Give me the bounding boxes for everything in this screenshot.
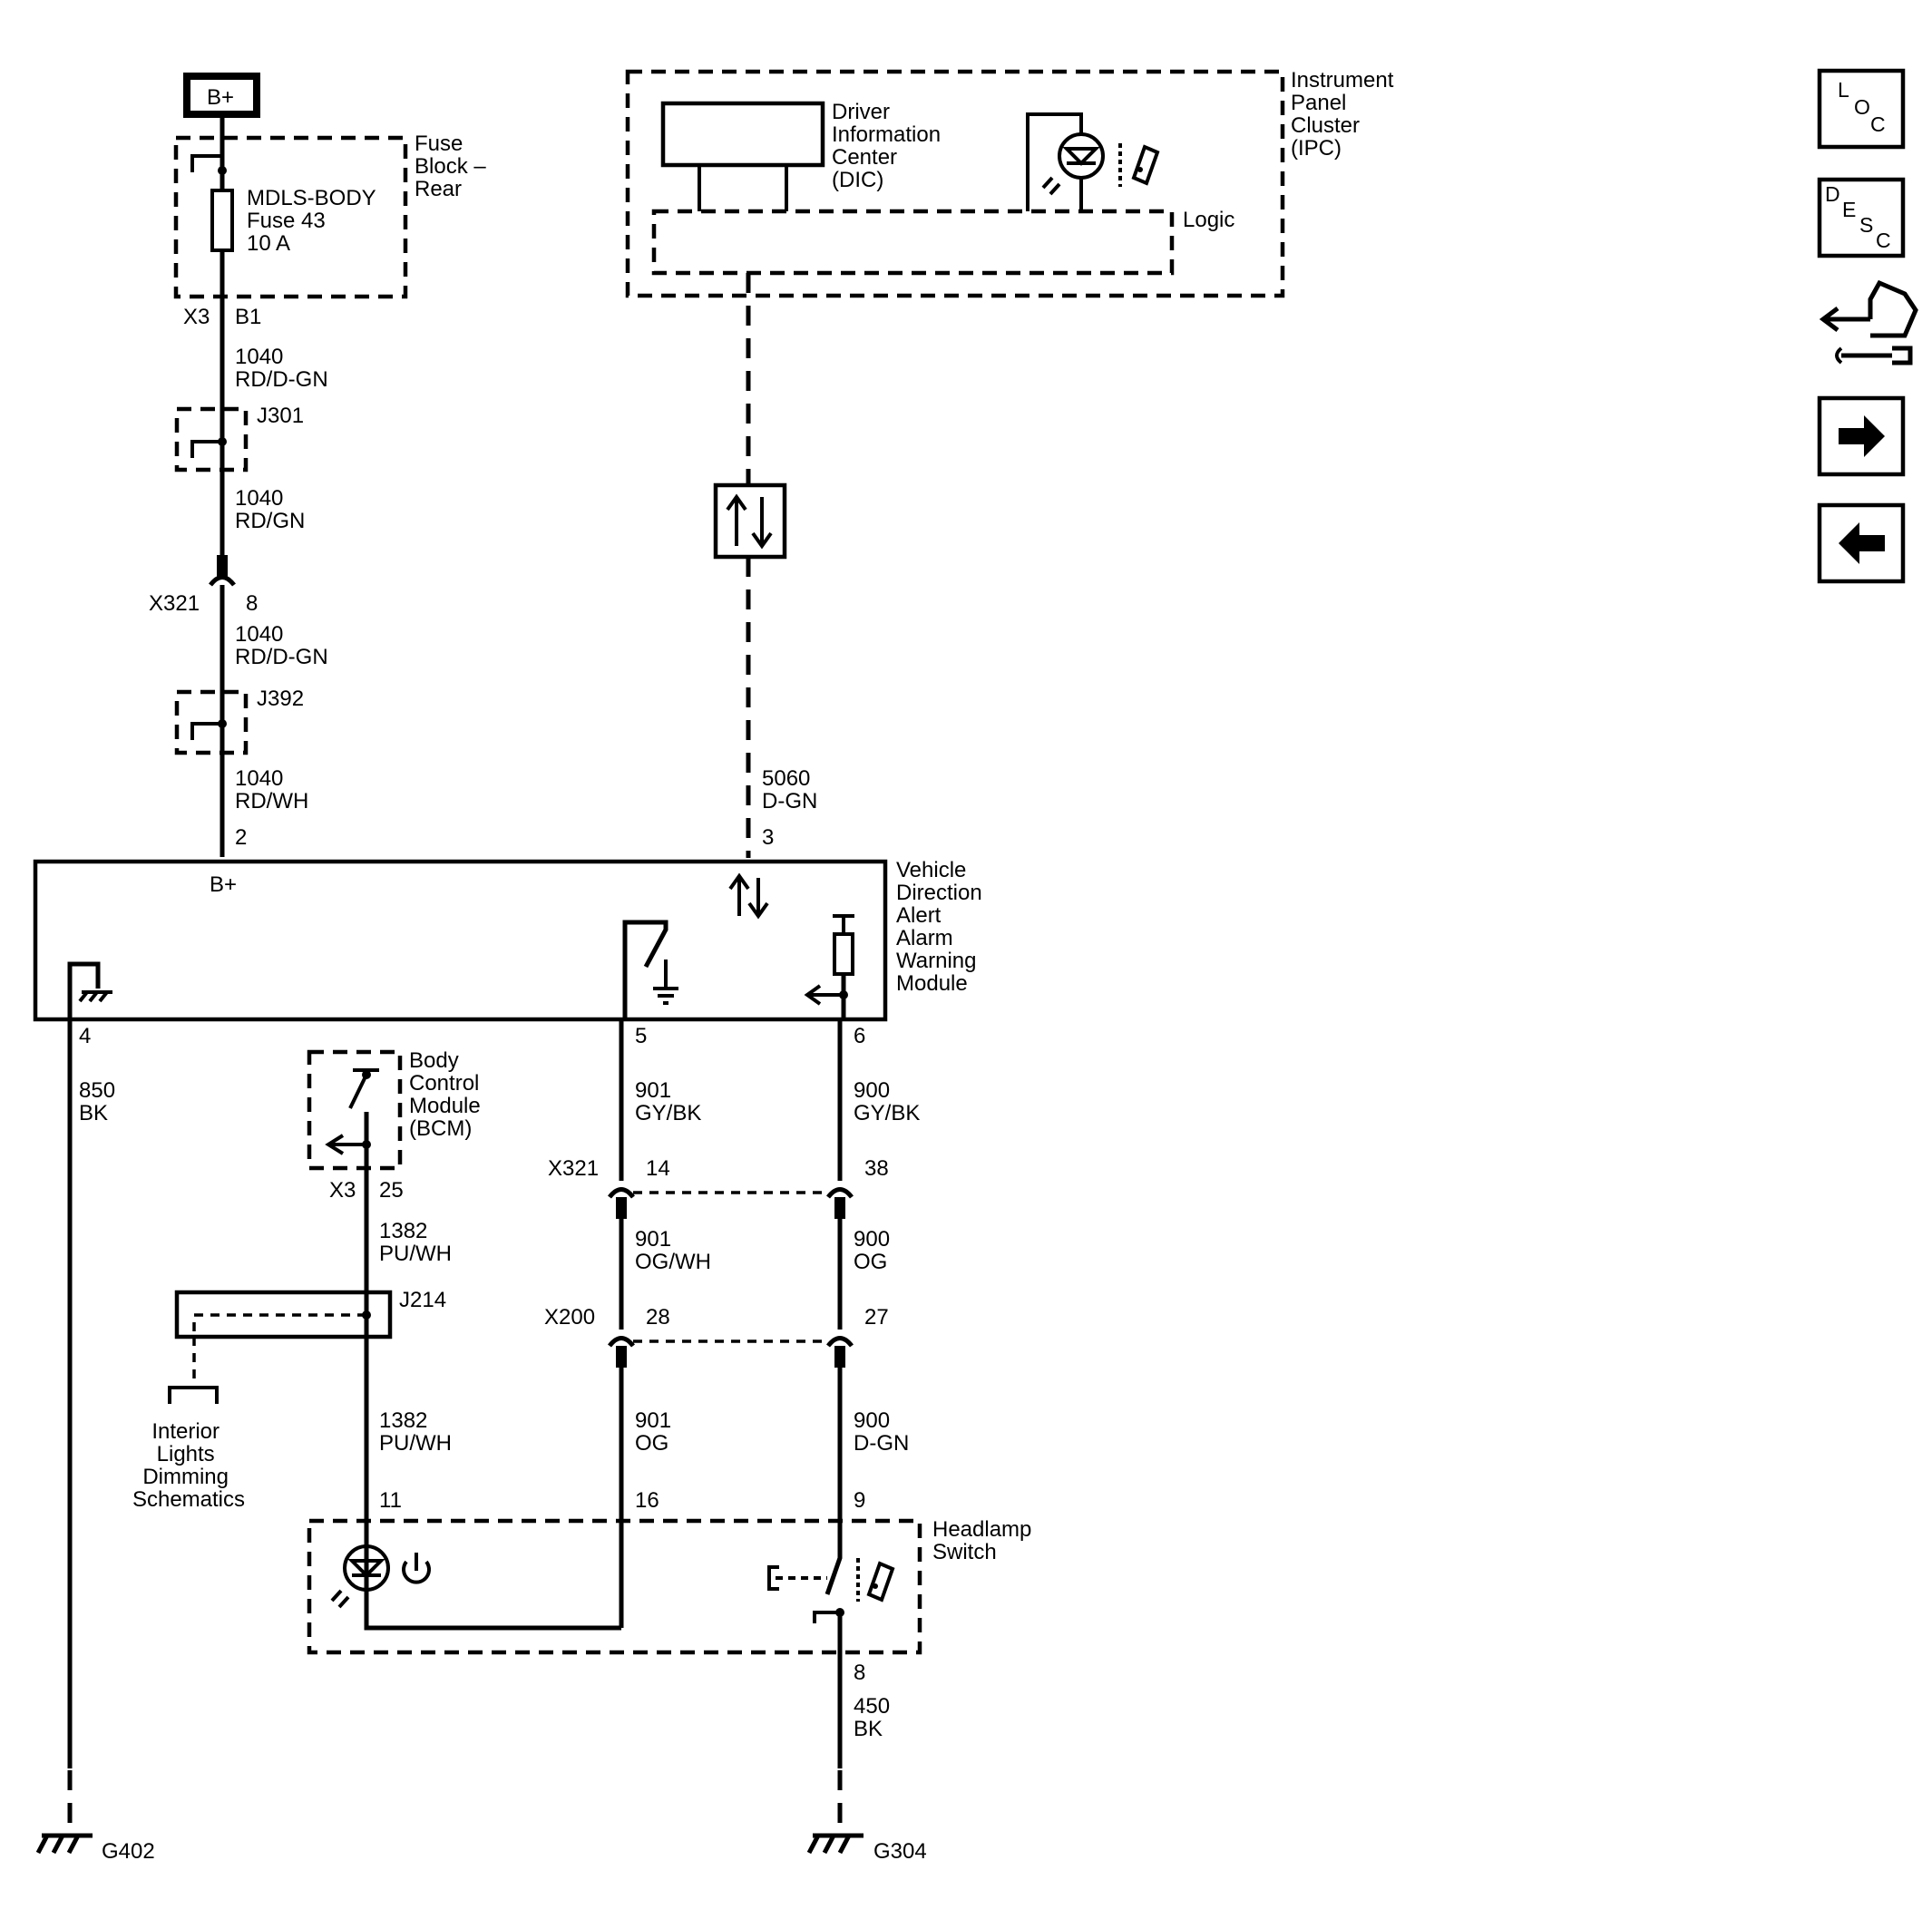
wire-1040-d-label: 1040 RD/WH [235, 766, 308, 813]
dic-display-icon [660, 101, 825, 168]
inline-connector-x321-mid: X321 14 38 [548, 1156, 889, 1219]
svg-text:28: 28 [646, 1305, 670, 1330]
svg-text:X321: X321 [548, 1156, 599, 1181]
svg-text:14: 14 [646, 1156, 670, 1181]
wire-900-b-label: 900 OG [854, 1227, 896, 1274]
wire-900-c-label: 900 D-GN [854, 1408, 909, 1456]
bcm-pin-25: 25 [379, 1178, 404, 1203]
ground-g304-icon: G304 [806, 1833, 927, 1864]
body-control-module: Body Control Module (BCM) [307, 1048, 486, 1171]
vehicle-direction-alert-icon [1118, 143, 1160, 187]
reference-connector-icon [168, 1386, 219, 1404]
wire-901-b-label: 901 OG/WH [635, 1227, 711, 1274]
inline-connector-x200: X200 28 27 [544, 1305, 889, 1368]
instrument-panel-cluster: Instrument Panel Cluster (IPC) Driver In… [625, 68, 1400, 298]
svg-text:27: 27 [864, 1305, 889, 1330]
fuse-block-name: Fuse Block – Rear [415, 132, 492, 201]
wire-1382-b-label: 1382 PU/WH [379, 1408, 452, 1456]
headlamp-switch-name: Headlamp Switch [932, 1517, 1038, 1564]
svg-text:38: 38 [864, 1156, 889, 1181]
ground-g402-icon: G402 [35, 1833, 155, 1864]
backlight-lamp-icon [330, 1544, 390, 1609]
pull-up-resistor-icon [804, 914, 854, 1019]
svg-text:C: C [1876, 229, 1891, 252]
vdaawm-pin-6: 6 [854, 1024, 865, 1048]
wire-1382-a-label: 1382 PU/WH [379, 1219, 452, 1266]
headlamp-pin-8: 8 [854, 1661, 865, 1685]
vdaawm-pin-4: 4 [79, 1024, 91, 1048]
fuse-connector-x3: X3 [183, 305, 210, 329]
vdaawm-pin-5: 5 [635, 1024, 647, 1048]
fuse-icon [210, 189, 234, 252]
wire-850-label: 850 BK [79, 1078, 122, 1125]
svg-text:L: L [1838, 78, 1849, 102]
dic-label: Driver Information Center (DIC) [832, 100, 947, 192]
svg-text:S: S [1859, 213, 1873, 237]
ground-g304-label: G304 [873, 1839, 927, 1864]
svg-text:8: 8 [246, 591, 258, 616]
bcm-name: Body Control Module (BCM) [409, 1048, 486, 1141]
vehicle-direction-alert-alarm-warning-module: B+ Vehicle Direction Alert Alarm Warning… [33, 858, 988, 1022]
connector-end-view-icon[interactable] [1819, 279, 1918, 365]
svg-text:E: E [1842, 198, 1856, 221]
svg-text:C: C [1870, 112, 1886, 136]
headlamp-switch-contact-icon [767, 1533, 895, 1652]
splice-j301-label: J301 [257, 404, 304, 428]
vdaawm-name: Vehicle Direction Alert Alarm Warning Mo… [896, 858, 988, 996]
splice-j214: J214 [168, 1288, 446, 1404]
switch-ground-icon [622, 920, 678, 1019]
description-button[interactable]: D E S C [1817, 177, 1906, 258]
svg-text:D: D [1825, 182, 1840, 206]
next-page-arrow-button[interactable] [1817, 395, 1906, 477]
bcm-switch-icon [325, 1068, 379, 1170]
wire-5060-label: 5060 D-GN [762, 766, 817, 813]
serial-data-icon [713, 482, 787, 560]
power-icon [402, 1553, 431, 1584]
ipc-logic-block [651, 209, 1175, 276]
wire-450-label: 450 BK [854, 1694, 896, 1741]
serial-data-arrows-icon [728, 872, 769, 920]
location-button[interactable]: L O C [1817, 68, 1906, 150]
wire-1040-b-label: 1040 RD/GN [235, 486, 305, 533]
svg-text:O: O [1854, 95, 1870, 119]
headlamp-pin-11: 11 [379, 1488, 402, 1513]
vdaawm-pin-3: 3 [762, 825, 774, 850]
wire-901-c-label: 901 OG [635, 1408, 678, 1456]
previous-page-arrow-button[interactable] [1817, 502, 1906, 584]
wire-900-a-label: 900 GY/BK [854, 1078, 920, 1125]
vdaawm-b-plus-label: B+ [210, 872, 237, 897]
b-plus-label: B+ [207, 85, 234, 110]
fuse-block-terminal-icon [190, 154, 222, 172]
wire-901-a-label: 901 GY/BK [635, 1078, 701, 1125]
headlamp-pin-9: 9 [854, 1488, 865, 1513]
headlamp-switch: Headlamp Switch [307, 1517, 1038, 1655]
headlamp-pin-16: 16 [635, 1488, 659, 1513]
bcm-connector-x3: X3 [329, 1178, 356, 1203]
ground-g402-label: G402 [102, 1839, 155, 1864]
splice-j214-label: J214 [399, 1288, 446, 1312]
battery-positive-source: B+ [183, 73, 260, 118]
svg-text:X200: X200 [544, 1305, 595, 1330]
splice-j392: J392 [174, 687, 304, 755]
wire-1040-c-label: 1040 RD/D-GN [235, 622, 328, 669]
fuse-pin-b1: B1 [235, 305, 261, 329]
indicator-lamp-icon [1026, 112, 1105, 211]
splice-j392-label: J392 [257, 687, 304, 711]
vdaawm-pin-2: 2 [235, 825, 247, 850]
chassis-ground-icon [67, 961, 112, 1019]
fuse-block-rear: Fuse Block – Rear MDLS-BODY Fuse 43 10 A [173, 118, 492, 340]
wire-1040-a-label: 1040 RD/D-GN [235, 345, 328, 392]
ipc-name: Instrument Panel Cluster (IPC) [1291, 68, 1400, 161]
fuse-label: MDLS-BODY Fuse 43 10 A [247, 186, 382, 256]
svg-text:X321: X321 [149, 591, 200, 616]
splice-j301: J301 [174, 404, 304, 472]
interior-lights-reference[interactable]: Interior Lights Dimming Schematics [132, 1419, 245, 1512]
logic-label: Logic [1183, 208, 1234, 232]
